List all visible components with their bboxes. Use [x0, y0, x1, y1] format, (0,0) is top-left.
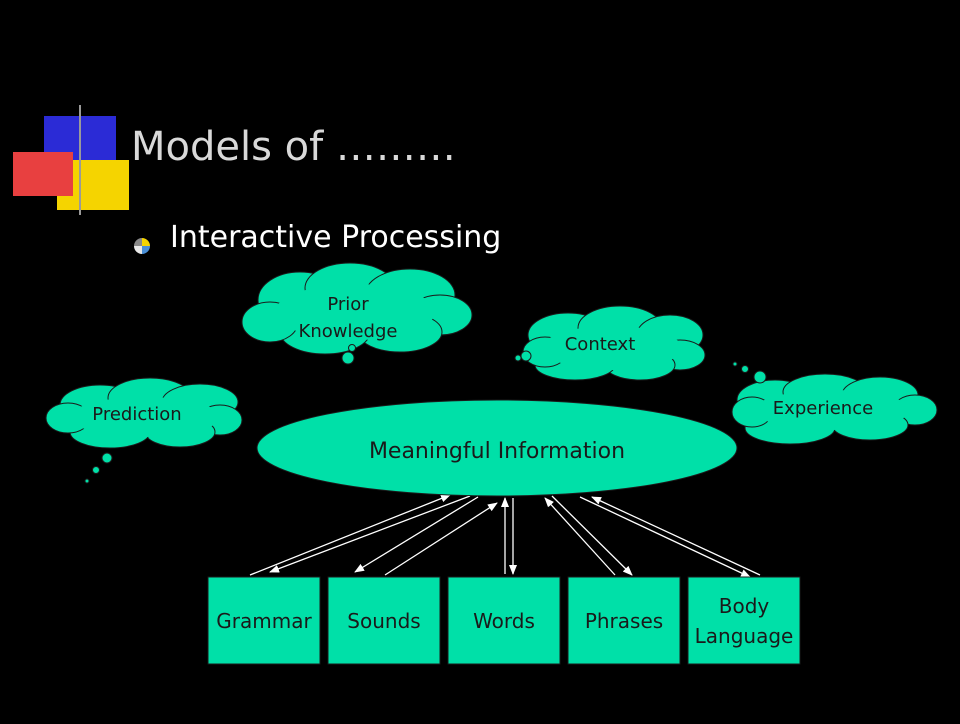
grammar-label: Grammar: [216, 609, 312, 633]
box-grammar: Grammar: [207, 576, 321, 665]
arrow-phrases-down: [551, 495, 633, 576]
arrow-body-up: [591, 496, 761, 576]
prior-knowledge-label-line1: Prior: [327, 294, 369, 315]
arrow-sounds-up: [384, 502, 498, 576]
central-node: Meaningful Information: [256, 399, 738, 497]
prior-knowledge-bubble-large: [341, 351, 355, 365]
prediction-bubble-2: [92, 466, 100, 474]
bullet-icon: [134, 238, 150, 254]
arrow-grammar-down: [269, 495, 471, 573]
meaningful-information-label: Meaningful Information: [369, 439, 625, 464]
cloud-context: Context: [514, 305, 706, 381]
experience-bubble-3: [732, 361, 738, 367]
context-bubble-small: [514, 354, 522, 362]
box-body-language: Body Language: [687, 576, 801, 665]
experience-label: Experience: [773, 398, 873, 419]
words-label: Words: [473, 609, 535, 633]
bullet-interactive-processing: Interactive Processing: [170, 220, 502, 255]
arrow-body-down: [579, 496, 751, 578]
input-boxes: Grammar Sounds Words Phrases Body Langua…: [207, 576, 801, 665]
box-words: Words: [447, 576, 561, 665]
meaningful-information-ellipse: [256, 399, 738, 497]
arrow-sounds-down: [354, 496, 479, 573]
prediction-bubble-3: [84, 478, 90, 484]
body-language-label-line1: Body: [719, 594, 770, 618]
cloud-prediction: Prediction: [45, 377, 243, 484]
cloud-experience: Experience: [731, 361, 938, 445]
cloud-prior-knowledge: Prior Knowledge: [241, 262, 473, 365]
phrases-label: Phrases: [585, 609, 663, 633]
prediction-bubble-1: [101, 452, 113, 464]
prediction-label: Prediction: [92, 404, 181, 425]
context-bubble-large: [520, 350, 532, 362]
arrows: [249, 494, 761, 578]
prior-knowledge-label-line2: Knowledge: [299, 321, 398, 342]
decor-squares: [13, 105, 905, 215]
arrow-grammar-up: [249, 494, 451, 576]
slide-title: Models of ………: [131, 124, 456, 170]
arrow-phrases-up: [544, 497, 616, 576]
experience-bubble-2: [741, 365, 749, 373]
context-label: Context: [565, 334, 636, 355]
box-phrases: Phrases: [567, 576, 681, 665]
prior-knowledge-bubble-small: [348, 344, 356, 352]
body-language-label-line2: Language: [695, 624, 794, 648]
sounds-label: Sounds: [347, 609, 420, 633]
box-sounds: Sounds: [327, 576, 441, 665]
experience-bubble-1: [753, 370, 767, 384]
